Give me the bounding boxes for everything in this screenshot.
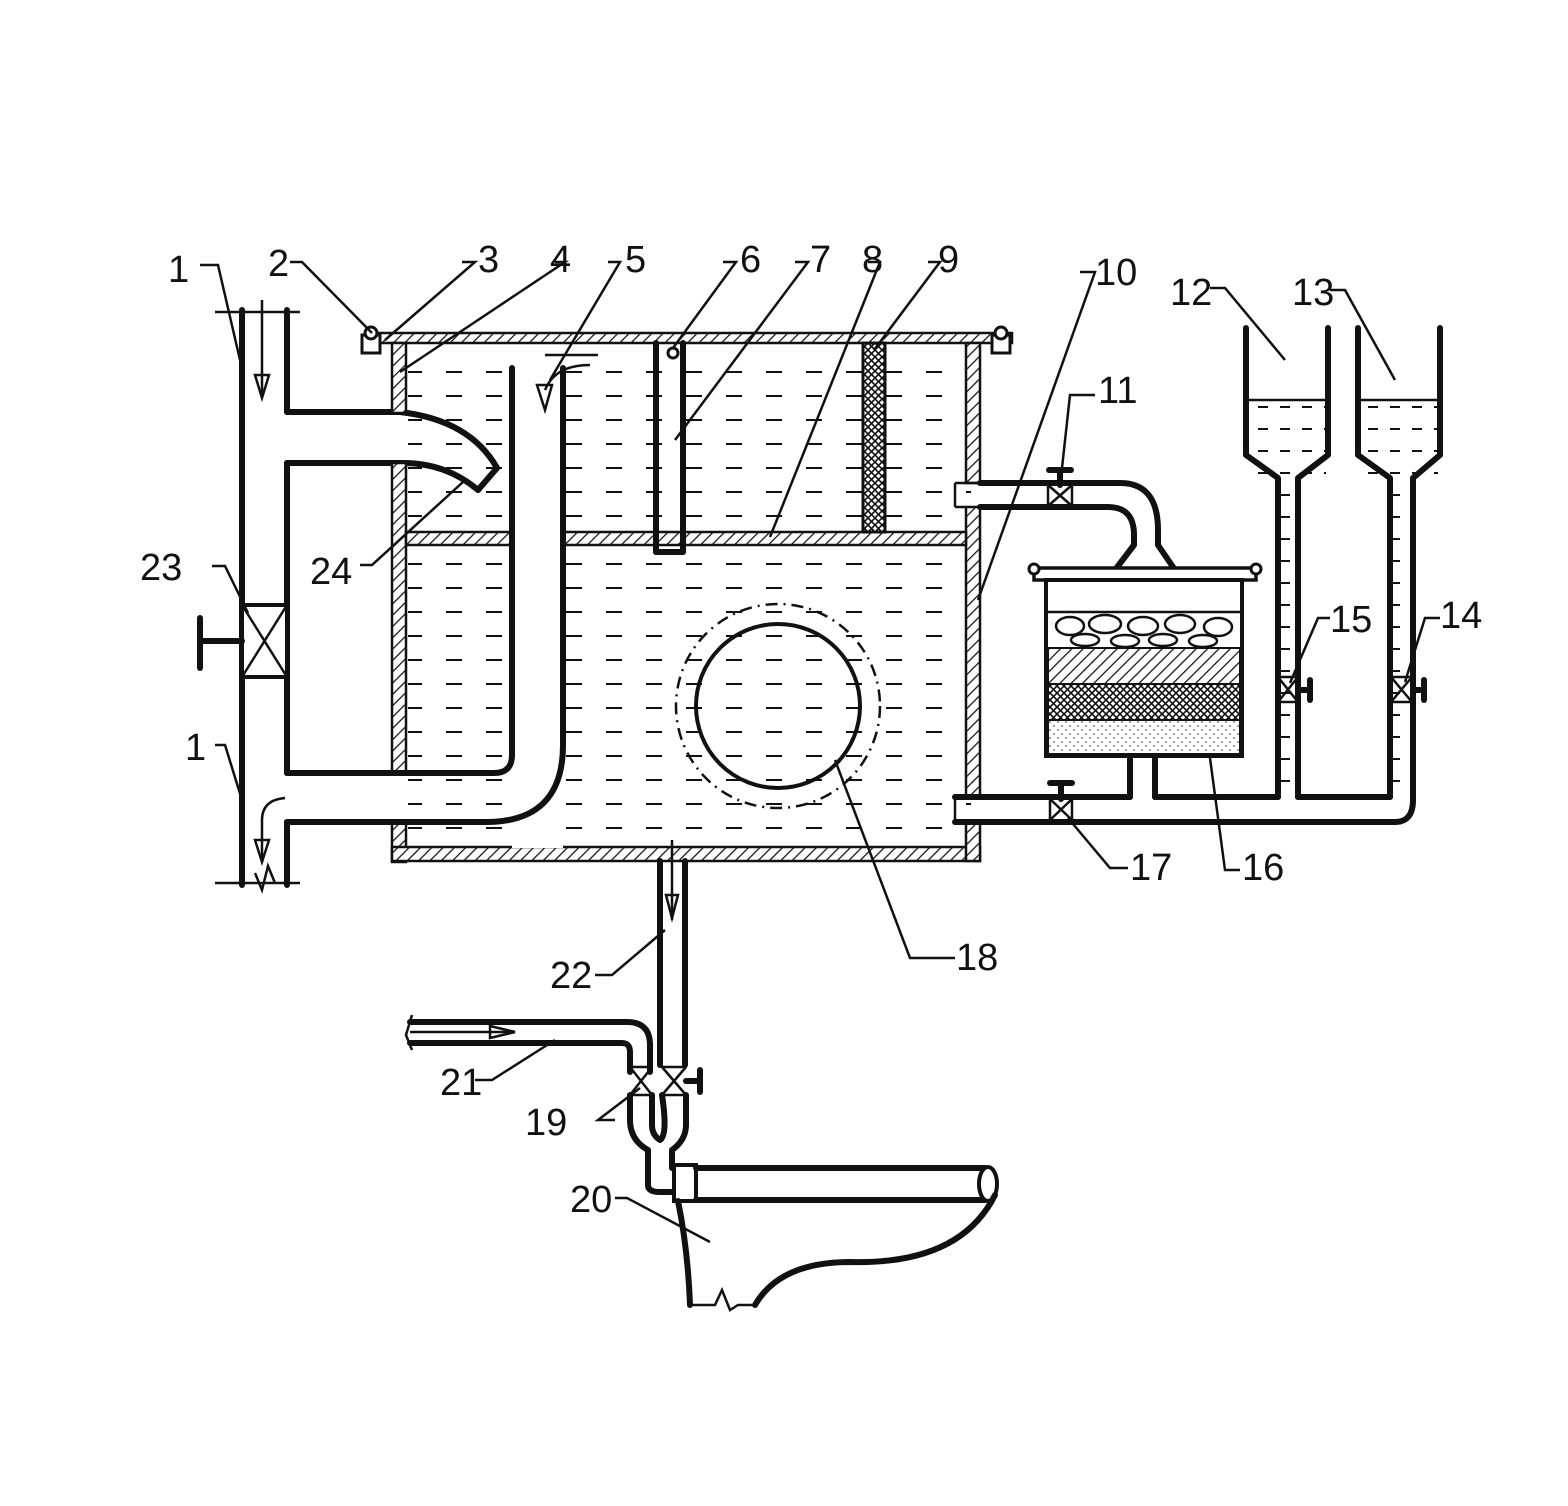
stack-valve xyxy=(197,603,289,679)
callout-labels: 1 1 2 3 4 5 6 7 8 9 10 11 12 13 14 15 16… xyxy=(140,239,1482,1221)
drain-valves xyxy=(627,1065,703,1195)
callout-19: 19 xyxy=(525,1102,567,1144)
callout-3: 3 xyxy=(478,239,499,281)
callout-5: 5 xyxy=(625,239,646,281)
gravel-layer xyxy=(1048,610,1240,649)
upper-outlet-pipe xyxy=(953,480,1178,573)
callout-22: 22 xyxy=(550,955,592,997)
callout-16: 16 xyxy=(1242,847,1284,889)
dosing-tank-13 xyxy=(1355,325,1443,782)
callout-24: 24 xyxy=(310,551,352,593)
leader-lines xyxy=(200,260,1440,1244)
callout-13: 13 xyxy=(1292,272,1334,314)
callout-11: 11 xyxy=(1098,370,1137,412)
callout-4: 4 xyxy=(550,239,571,281)
callout-10: 10 xyxy=(1095,252,1137,294)
callout-1-top: 1 xyxy=(168,249,189,291)
vertical-stack-pipe xyxy=(215,300,300,894)
filter-vessel xyxy=(1027,562,1263,758)
overflow-pipe xyxy=(284,353,598,848)
toilet-bowl xyxy=(672,1163,999,1312)
callout-7: 7 xyxy=(810,239,831,281)
flush-pipe xyxy=(404,1014,653,1075)
drain-pipe xyxy=(657,840,688,1068)
callout-9: 9 xyxy=(938,239,959,281)
callout-18: 18 xyxy=(956,937,998,979)
callout-23: 23 xyxy=(140,547,182,589)
dosing-tank-12 xyxy=(1243,325,1331,800)
callout-15: 15 xyxy=(1330,599,1372,641)
callout-21: 21 xyxy=(440,1062,482,1104)
callout-6: 6 xyxy=(740,239,761,281)
callout-1-bottom: 1 xyxy=(185,727,206,769)
callout-2: 2 xyxy=(268,243,289,285)
callout-17: 17 xyxy=(1130,847,1172,889)
valve-17 xyxy=(1047,780,1075,821)
callout-20: 20 xyxy=(570,1179,612,1221)
lower-return-pipe xyxy=(952,557,1416,825)
callout-8: 8 xyxy=(862,239,883,281)
valve-11 xyxy=(1046,467,1074,507)
main-tank xyxy=(360,325,1014,864)
callout-12: 12 xyxy=(1170,272,1212,314)
callout-14: 14 xyxy=(1440,595,1482,637)
